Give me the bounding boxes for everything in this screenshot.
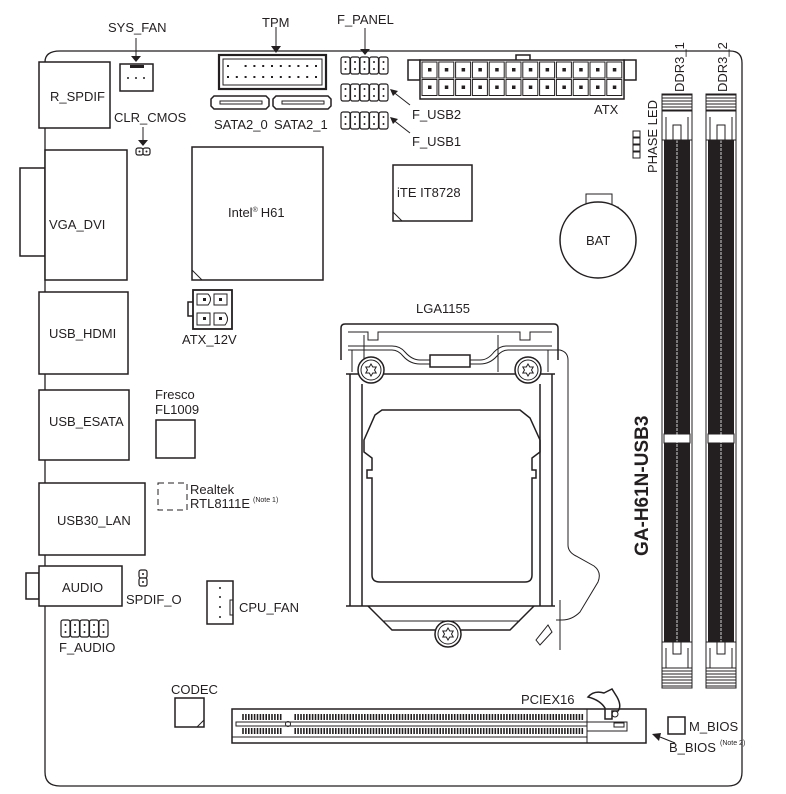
atx-12v-label: ATX_12V: [182, 332, 237, 347]
m-bios-chip: [667, 716, 686, 735]
sata2-1-connector: [272, 95, 332, 110]
codec-chip: [174, 697, 205, 728]
f-audio-label: F_AUDIO: [59, 640, 115, 655]
ddr3-2-label: DDR3_2: [715, 42, 730, 92]
clr-cmos-jumper: [135, 147, 151, 156]
f-usb2-label: F_USB2: [412, 107, 461, 122]
socket-screw-bottom: [434, 620, 462, 648]
atx-power-connector: [407, 54, 637, 100]
spdif-out-header: [138, 569, 148, 587]
atx-label: ATX: [594, 102, 619, 117]
fresco-label-1: Fresco: [155, 387, 195, 402]
tpm-header: [217, 27, 328, 91]
r-spdif-port: [38, 61, 111, 129]
note1-label: (Note 1): [253, 497, 278, 504]
sys-fan-header: [119, 38, 154, 92]
usb-esata-label: USB_ESATA: [49, 414, 124, 429]
sata2-0-label: SATA2_0: [214, 117, 268, 132]
sata2-1-label: SATA2_1: [274, 117, 328, 132]
audio-bracket: [25, 572, 40, 600]
atx-12v-connector: [187, 289, 233, 330]
b-bios-label: B_BIOS: [669, 740, 716, 755]
cpu-fan-label: CPU_FAN: [239, 600, 299, 615]
lga1155-label: LGA1155: [416, 301, 470, 316]
f-usb1-label: F_USB1: [412, 134, 461, 149]
audio-label: AUDIO: [62, 580, 103, 595]
ite-label: iTE IT8728: [397, 185, 461, 200]
ddr3-1-label: DDR3_1: [672, 42, 687, 92]
phase-led-label: PHASE LED: [645, 100, 660, 173]
socket-screw-top-right: [514, 356, 542, 384]
sata2-0-connector: [210, 95, 270, 110]
board-model-label: GA-H61N-USB3: [632, 416, 653, 556]
pciex16-label: PCIEX16: [521, 692, 574, 707]
chipset-label: Intel®H61: [228, 205, 285, 220]
fresco-fl1009-chip: [155, 419, 196, 459]
r-spdif-label: R_SPDIF: [50, 89, 105, 104]
codec-label: CODEC: [171, 682, 218, 697]
tpm-label: TPM: [262, 15, 289, 30]
battery: [559, 193, 637, 279]
realtek-rtl8111e-chip: [157, 482, 188, 511]
sys-fan-label: SYS_FAN: [108, 20, 167, 35]
ddr3-2-slot: [705, 93, 737, 689]
spdif-o-label: SPDIF_O: [126, 592, 182, 607]
intel-h61-chipset: [191, 146, 324, 281]
vga-dvi-label: VGA_DVI: [49, 217, 105, 232]
usb-hdmi-label: USB_HDMI: [49, 326, 116, 341]
usb30-lan-label: USB30_LAN: [57, 513, 131, 528]
note2-label: (Note 2): [720, 740, 745, 747]
cpu-fan-header: [206, 580, 234, 625]
realtek-label-2: RTL8111E: [190, 496, 250, 511]
bat-label: BAT: [586, 233, 610, 248]
socket-screw-top-left: [357, 356, 385, 384]
f-audio-header: [60, 619, 109, 638]
ite-it8728-chip: [392, 164, 473, 222]
m-bios-label: M_BIOS: [689, 719, 738, 734]
realtek-label-1: Realtek: [190, 482, 235, 497]
pciex16-slot: [231, 688, 647, 744]
vga-dvi-port: [44, 149, 128, 281]
usb30-lan-port: [38, 482, 146, 556]
clr-cmos-label: CLR_CMOS: [114, 110, 187, 125]
audio-port: [38, 565, 123, 607]
f-panel-header: [340, 56, 389, 75]
board-outline: [44, 50, 743, 787]
f-usb1-header: [340, 111, 389, 130]
usb-hdmi-port: [38, 291, 129, 375]
ddr3-1-slot: [661, 93, 693, 689]
f-usb2-header: [340, 83, 389, 102]
vga-dvi-bracket: [19, 167, 46, 257]
usb-esata-port: [38, 389, 130, 461]
f-panel-label: F_PANEL: [337, 12, 394, 27]
fresco-label-2: FL1009: [155, 402, 199, 417]
phase-led-indicators: [632, 130, 641, 159]
